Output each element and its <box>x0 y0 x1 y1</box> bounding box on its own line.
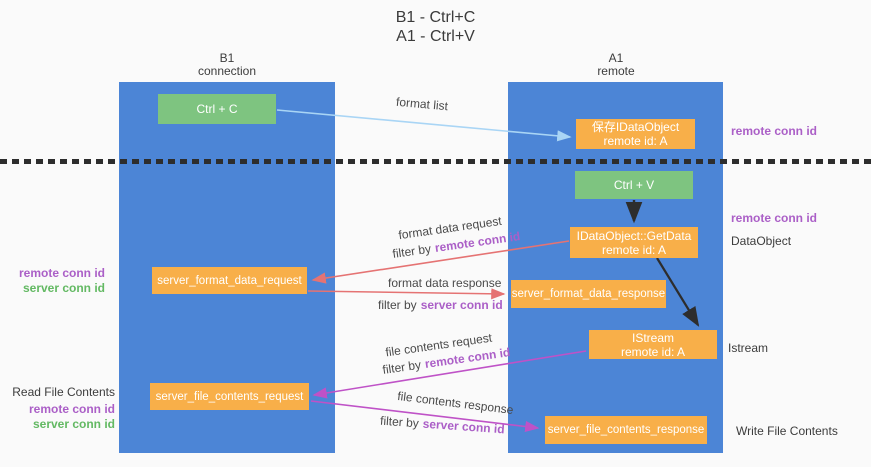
left-remote-conn-id: remote conn id <box>18 266 105 280</box>
dashed-separator-line <box>0 159 871 164</box>
box-ctrl-v: Ctrl + V <box>575 171 693 199</box>
lane-b1-name: B1 <box>219 51 235 65</box>
arrow-getdata-to-istream <box>656 257 700 327</box>
getdata-line2: remote id: A <box>601 242 667 257</box>
istream-side-label: Istream <box>728 341 769 355</box>
left-server-conn-id: server conn id <box>22 281 105 295</box>
left-server-conn-id-2: server conn id <box>32 417 115 431</box>
arrow-file-contents-response <box>310 400 540 433</box>
read-file-contents-label: Read File Contents <box>12 385 115 399</box>
lane-b1-role: connection <box>197 64 257 78</box>
box-idataobject-getdata: IDataObject::GetData remote id: A <box>570 227 698 258</box>
right-remote-conn-id-2: remote conn id <box>731 211 818 225</box>
read-file-contents-block: Read File Contents remote conn id server… <box>10 385 115 432</box>
left-remote-conn-id-2: remote conn id <box>28 402 115 416</box>
ctrl-v-label: Ctrl + V <box>613 178 655 192</box>
lane-a1-role: remote <box>597 64 635 78</box>
server-conn-id-text: server conn id <box>420 298 503 312</box>
arrow-file-contents-request <box>312 350 587 399</box>
label-format-data-response: format data response <box>388 276 502 290</box>
istream-line1: IStream <box>631 330 674 345</box>
server-file-contents-request-label: server_file_contents_request <box>155 390 304 403</box>
box-server-file-contents-response: server_file_contents_response <box>545 416 707 444</box>
server-file-contents-response-label: server_file_contents_response <box>547 424 705 436</box>
diagram-title: B1 - Ctrl+C A1 - Ctrl+V <box>0 8 871 46</box>
getdata-line1: IDataObject::GetData <box>576 228 692 243</box>
box-istream: IStream remote id: A <box>589 330 717 359</box>
server-format-data-request-label: server_format_data_request <box>157 274 302 287</box>
save-idataobject-line1: 保存IDataObject <box>591 120 680 134</box>
filter-by-text: filter by <box>379 413 420 431</box>
lane-a1-name: A1 <box>608 51 624 65</box>
left-conn-id-block: remote conn id server conn id <box>10 266 105 296</box>
server-format-data-response-label: server_format_data_response <box>511 288 666 300</box>
title-line-1: B1 - Ctrl+C <box>395 9 476 26</box>
dataobject-label: DataObject <box>731 234 792 248</box>
box-server-file-contents-request: server_file_contents_request <box>150 383 309 410</box>
arrow-format-list <box>276 109 572 142</box>
title-line-2: A1 - Ctrl+V <box>396 28 475 45</box>
lane-header-b1: B1 connection <box>177 52 277 78</box>
lane-header-a1: A1 remote <box>566 52 666 78</box>
arrow-format-data-response <box>307 288 506 300</box>
box-server-format-data-response: server_format_data_response <box>511 280 666 308</box>
box-server-format-data-request: server_format_data_request <box>152 267 307 294</box>
box-save-idataobject: 保存IDataObject remote id: A <box>576 119 695 149</box>
right-remote-conn-id-1: remote conn id <box>731 124 818 138</box>
ctrl-c-label: Ctrl + C <box>196 102 238 116</box>
filter-by-text: filter by <box>378 298 417 312</box>
write-file-contents-label: Write File Contents <box>736 424 838 438</box>
istream-line2: remote id: A <box>620 344 686 359</box>
save-idataobject-line2: remote id: A <box>603 134 668 148</box>
box-ctrl-c: Ctrl + C <box>158 94 276 124</box>
arrow-format-data-request <box>311 240 570 284</box>
